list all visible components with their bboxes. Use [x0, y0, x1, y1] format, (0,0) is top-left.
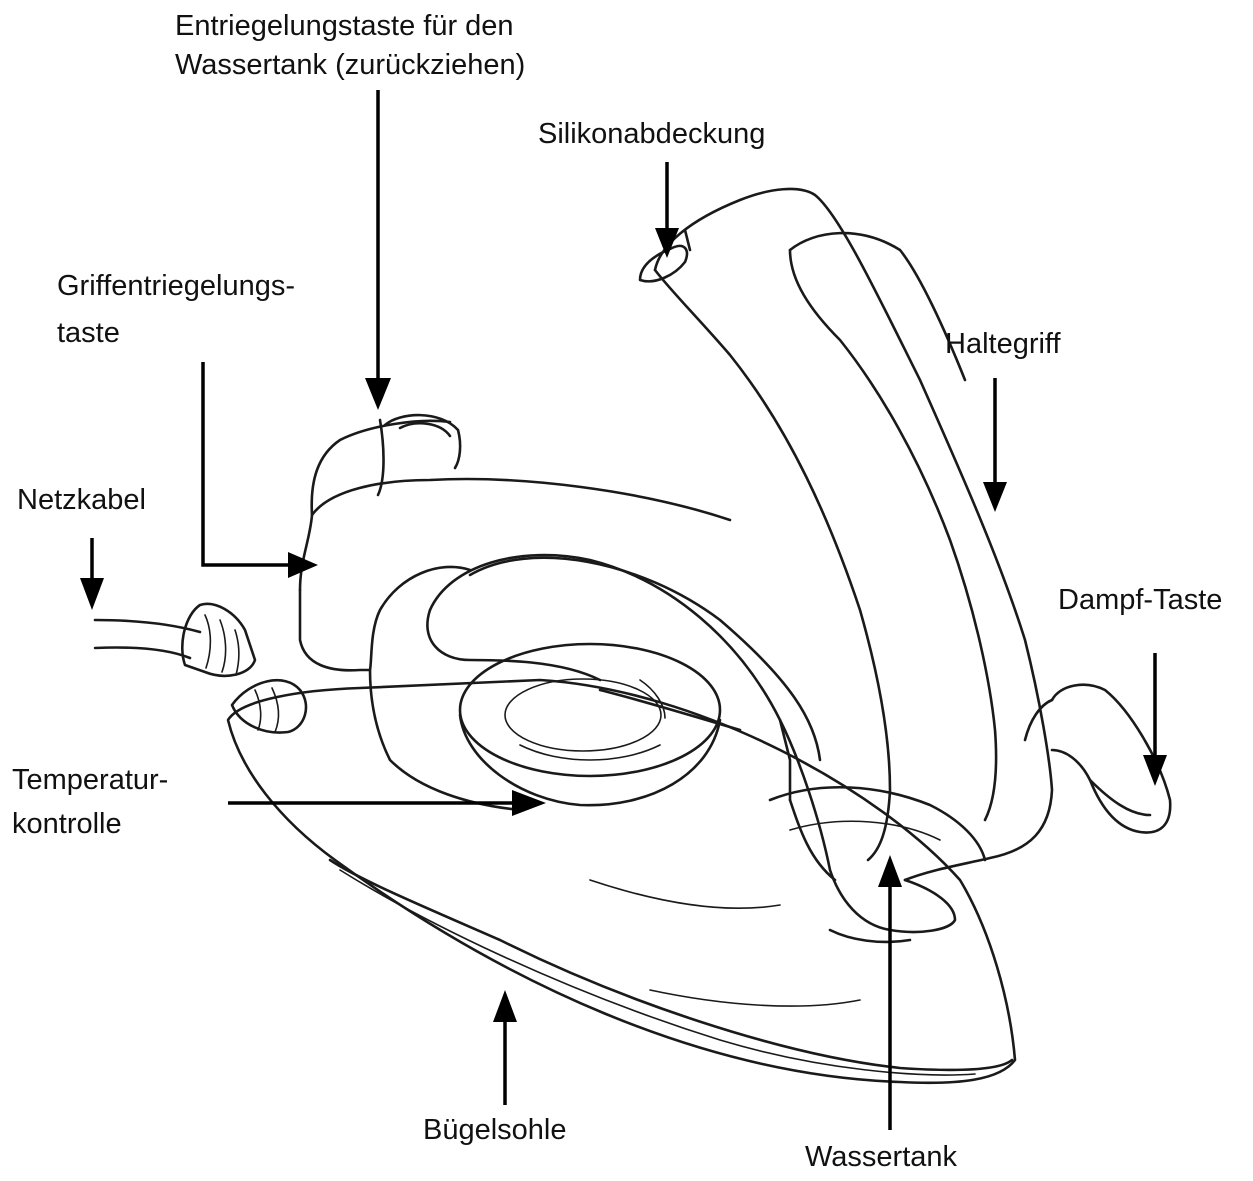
arrow-handle-release — [201, 362, 318, 578]
handle-drawing — [638, 187, 1054, 934]
arrows — [80, 90, 1167, 1130]
steam-button-drawing — [1023, 683, 1172, 834]
label-handle: Haltegriff — [945, 328, 1061, 360]
soleplate-drawing — [226, 678, 1017, 1085]
label-tank-release-line1: Entriegelungstaste für den — [175, 10, 514, 42]
temperature-dial-drawing — [458, 642, 722, 807]
water-tank-drawing — [768, 786, 987, 944]
label-power-cord: Netzkabel — [17, 484, 146, 516]
label-soleplate: Bügelsohle — [423, 1114, 567, 1146]
label-water-tank: Wassertank — [805, 1141, 958, 1173]
label-temp-control-line1: Temperatur- — [12, 764, 169, 796]
arrow-temp-control — [228, 790, 546, 816]
iron-body-drawing — [298, 413, 742, 812]
label-silicone-cover: Silikonabdeckung — [538, 118, 766, 150]
power-cord-drawing — [93, 602, 308, 734]
arrow-soleplate — [493, 990, 517, 1105]
arch-drawing — [426, 553, 822, 802]
arrow-tank-release — [365, 90, 391, 410]
label-temp-control-line2: kontrolle — [12, 808, 122, 840]
arrow-steam-button — [1143, 653, 1167, 786]
arrow-water-tank — [878, 855, 902, 1130]
arrow-handle — [983, 378, 1007, 512]
label-handle-release-line2: taste — [57, 317, 120, 349]
label-tank-release-line2: Wassertank (zurückziehen) — [175, 49, 526, 81]
arrow-silicone-cover — [655, 162, 679, 258]
label-steam-button: Dampf-Taste — [1058, 584, 1223, 616]
arrow-power-cord — [80, 538, 104, 610]
label-handle-release-line1: Griffentriegelungs- — [57, 270, 296, 302]
